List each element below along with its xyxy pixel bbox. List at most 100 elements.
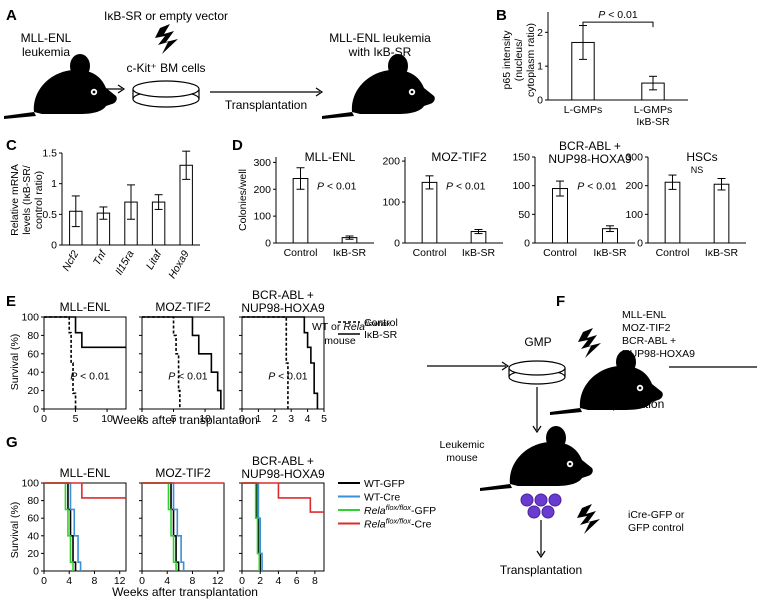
y-tick-label: 0 (265, 238, 271, 250)
panel-label-c: C (6, 137, 17, 154)
panel-a-transplant-label: Transplantation (225, 98, 307, 112)
chart-title: BCR-ABL + (252, 288, 314, 302)
p-value-annotation: P < 0.01 (446, 181, 486, 193)
x-tick-label: 5 (171, 413, 177, 425)
chart-title: HSCs (686, 150, 717, 164)
y-tick-label: 200 (382, 156, 400, 168)
arrow-head (536, 550, 546, 559)
legend: WT-GFPWT-CreRelaflox/flox-GFPRelaflox/fl… (338, 478, 436, 531)
chart-title: MOZ-TIF2 (155, 300, 211, 314)
x-tick-label: 0 (41, 413, 47, 425)
p-value-annotation: P < 0.01 (168, 371, 208, 383)
x-tick-label: 8 (190, 575, 196, 587)
panel-a-vector-label: IκB-SR or empty vector (104, 9, 228, 23)
x-tick-label: IκB-SR (636, 116, 670, 128)
y-tick-label: 100 (512, 180, 530, 192)
x-tick-label: 5 (73, 413, 79, 425)
x-tick-label: 12 (212, 575, 224, 587)
y-axis-label: control ratio) (33, 171, 45, 229)
chart-title: MLL-ENL (60, 466, 111, 480)
leukemic-label: mouse (446, 452, 478, 464)
panel-a-right-label-1: MLL-ENL leukemia (329, 31, 431, 45)
leukemic-mouse-icon (480, 426, 593, 491)
x-tick-label: 2 (257, 575, 263, 587)
panel-f-mouse-label-2: mouse (324, 335, 356, 347)
arrow-head (501, 361, 510, 371)
panel-label-d: D (232, 137, 243, 154)
p-value-annotation: P < 0.01 (598, 9, 638, 21)
x-tick-label: 3 (288, 413, 294, 425)
panel-label-g: G (6, 434, 18, 451)
y-tick-label: 0 (33, 566, 39, 578)
y-axis-label: Survival (%) (9, 334, 21, 391)
legend-label-control: Control (364, 317, 398, 329)
leukemic-label: Leukemic (440, 439, 485, 451)
y-tick-label: 80 (27, 495, 39, 507)
oncogene-label: BCR-ABL + (622, 335, 676, 347)
legend-entry-label: WT-GFP (364, 478, 405, 490)
y-tick-label: 100 (21, 478, 39, 490)
survival-curve-i-b-sr (142, 316, 222, 409)
chart-title: MOZ-TIF2 (431, 150, 487, 164)
plot-frame (141, 482, 225, 572)
arrow-head (532, 425, 542, 434)
y-tick-label: 0 (51, 240, 57, 252)
x-tick-label: 0 (139, 413, 145, 425)
x-tick-label: Control (543, 247, 577, 259)
y-tick-label: 100 (253, 211, 271, 223)
leukemia-cell-icon (541, 505, 555, 519)
chart-title: MLL-ENL (305, 150, 356, 164)
chart-title: NUP98-HOXA9 (548, 152, 632, 166)
vector-label: GFP control (628, 522, 684, 534)
vector-label: iCre-GFP or (628, 509, 685, 521)
survival-curve-wt-cre (142, 482, 185, 571)
y-tick-label: 60 (27, 348, 39, 360)
chart-title: NUP98-HOXA9 (241, 467, 325, 481)
y-tick-label: 80 (27, 330, 39, 342)
x-tick-label: IκB-SR (593, 247, 627, 259)
survival-curve-control (44, 316, 77, 409)
panel-label-b: B (496, 7, 507, 24)
x-tick-label: 10 (101, 413, 113, 425)
survival-curve-relaflox-flox-cre (44, 482, 126, 499)
y-tick-label: 300 (253, 157, 271, 169)
x-tick-label: Litaf (144, 248, 165, 272)
y-tick-label: 0.5 (42, 209, 57, 221)
x-tick-label: 4 (164, 575, 170, 587)
y-tick-label: 100 (625, 209, 643, 221)
panel-a-cells-label: c-Kit⁺ BM cells (126, 61, 205, 75)
x-axis-label: Weeks after transplantation (112, 413, 258, 427)
panel-a-left-label-2: leukemia (22, 45, 70, 59)
ns-annotation: NS (691, 165, 704, 175)
leukemic-mouse-icon (4, 54, 117, 119)
x-tick-label: Control (656, 247, 690, 259)
x-tick-label: IκB-SR (333, 247, 367, 259)
x-tick-label: 4 (66, 575, 72, 587)
panel-f-schematic: WT or Relaflox/flox mouse (312, 319, 757, 415)
chart-title: BCR-ABL + (252, 454, 314, 468)
legend-entry-label: Relaflox/flox-GFP (364, 503, 436, 517)
x-tick-label: IκB-SR (462, 247, 496, 259)
plot-frame (43, 482, 127, 572)
y-tick-label: 100 (21, 312, 39, 324)
bar (664, 181, 681, 244)
legend-label-ikb-sr: IκB-SR (364, 329, 398, 341)
x-tick-label: Tnf (91, 248, 110, 268)
y-tick-label: 50 (518, 209, 530, 221)
y-tick-label: 20 (27, 548, 39, 560)
x-tick-label: IκB-SR (705, 247, 739, 259)
panel-f-mouse-label-1: WT or Relaflox/flox (312, 319, 391, 333)
y-tick-label: 200 (625, 180, 643, 192)
y-tick-label: 40 (27, 530, 39, 542)
gmp-label: GMP (524, 335, 551, 349)
x-tick-label: Control (413, 247, 447, 259)
panel-label-a: A (6, 7, 17, 24)
p-value-annotation: P < 0.01 (70, 371, 110, 383)
x-tick-label: 1 (255, 413, 261, 425)
